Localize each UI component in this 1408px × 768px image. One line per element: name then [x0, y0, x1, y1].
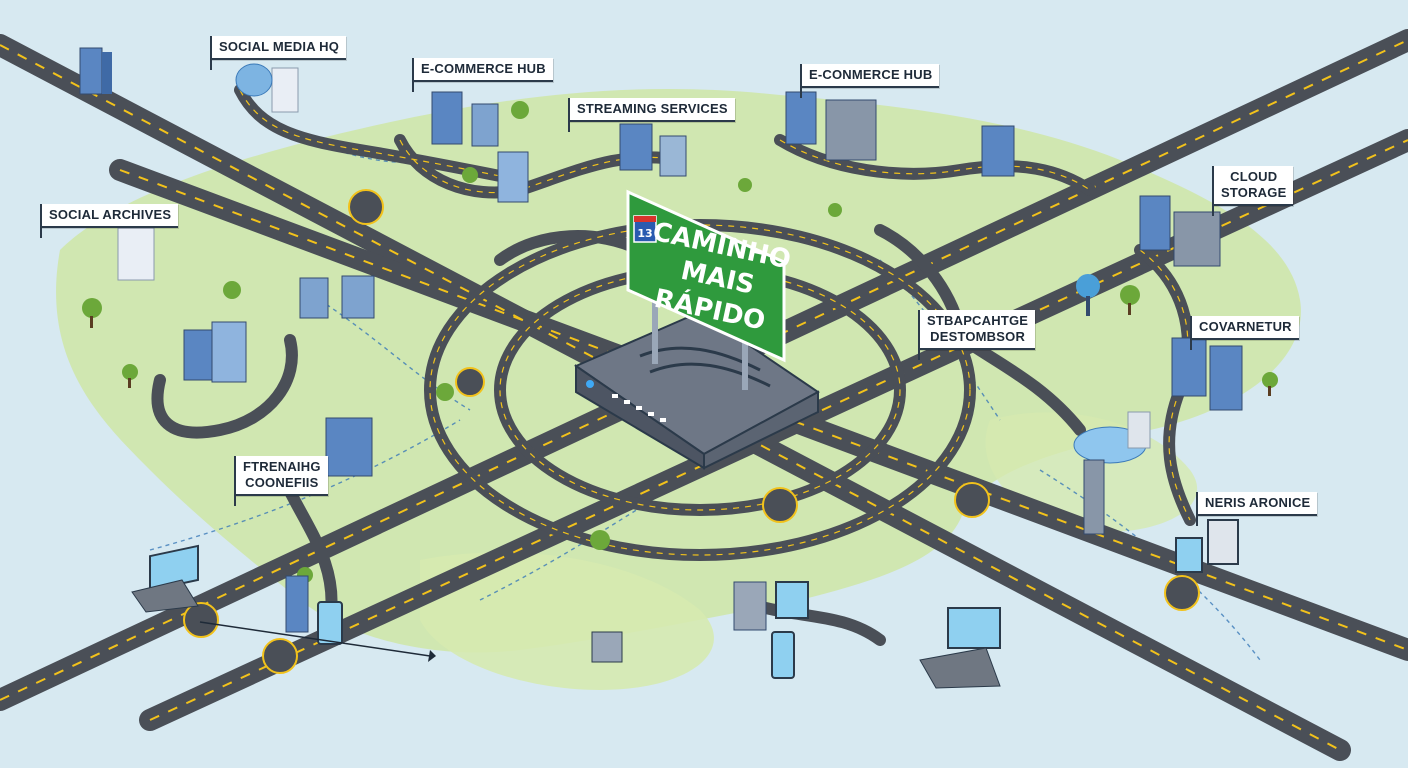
server-tower: [619, 123, 687, 177]
server-tower: [497, 151, 529, 203]
label-social-archives: SOCIAL ARCHIVES: [40, 204, 179, 238]
server-tower: [299, 275, 375, 319]
router-icon: [591, 631, 623, 663]
label-social-media-hq: SOCIAL MEDIA HQ: [210, 36, 347, 70]
server-tower: [431, 91, 499, 147]
label-ecommerce-hub-right: E-CONMERCE HUB: [800, 64, 940, 98]
server-tower: [1083, 459, 1105, 535]
server-tower: [981, 125, 1015, 177]
server-tower: [1139, 195, 1221, 267]
server-tower: [733, 581, 767, 631]
tablet-icon: [317, 601, 343, 645]
server-tower: [79, 47, 112, 95]
trees: [82, 101, 1278, 583]
label-ecommerce-hub-left: E-COMMERCE HUB: [412, 58, 553, 92]
label-covarnetur: COVARNETUR: [1190, 316, 1299, 350]
roundabouts: [183, 189, 1200, 674]
phone-icon: [1175, 519, 1239, 573]
server-clusters: [79, 47, 1243, 633]
server-tower: [183, 321, 247, 383]
cloud-node: [1073, 411, 1151, 464]
label-ftrenaihg-cooneris: FTRENAIHG COONEFIIS: [234, 456, 328, 506]
antenna-icon: [1076, 274, 1100, 316]
server-tower: [325, 417, 373, 477]
label-cloud-storage: CLOUD STORAGE: [1212, 166, 1294, 216]
label-neris-aronice: NERIS ARONICE: [1196, 492, 1318, 526]
monitor-icon: [771, 581, 809, 679]
server-tower: [785, 91, 877, 161]
pointer-arrow: [199, 621, 431, 657]
server-tower: [285, 575, 309, 633]
devices: [131, 519, 1239, 689]
server-tower: [117, 227, 155, 281]
arrow-head-icon: [428, 650, 436, 662]
shield-number: 13: [637, 227, 652, 240]
laptop-icon: [919, 607, 1001, 689]
label-stbap-destombsor: STBAPCAHTGE DESTOMBSOR: [918, 310, 1036, 360]
laptop-icon: [131, 544, 199, 613]
server-tower: [235, 63, 299, 113]
label-streaming-services: STREAMING SERVICES: [568, 98, 735, 132]
server-tower: [1171, 337, 1243, 411]
central-router: [573, 300, 820, 470]
